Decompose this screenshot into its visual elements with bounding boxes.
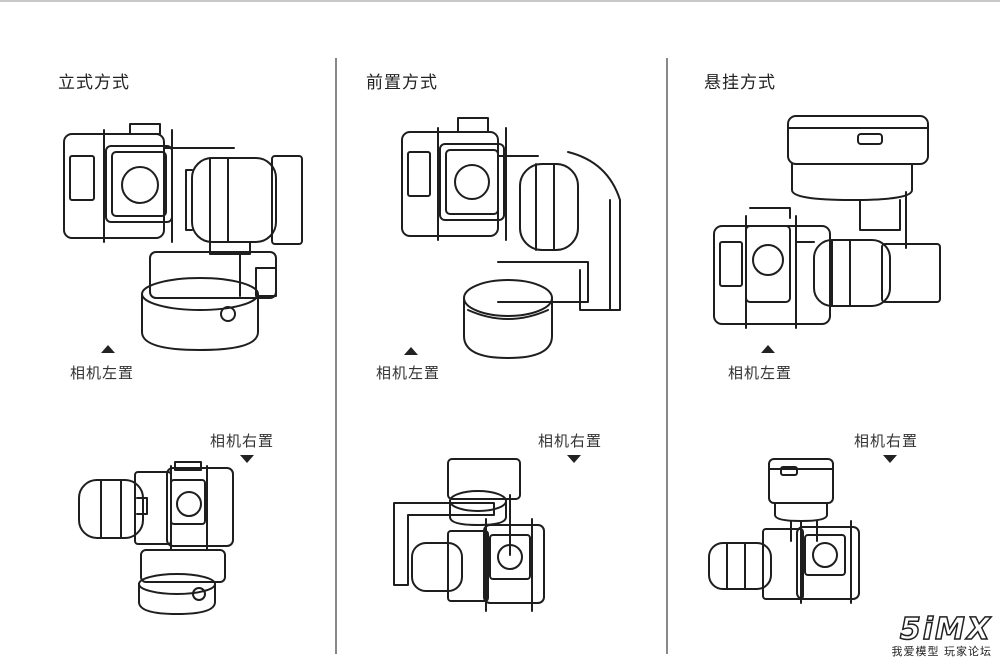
section-title-upright: 立式方式 (58, 73, 130, 93)
down-arrow-icon (883, 455, 897, 463)
section-divider-1 (335, 58, 337, 654)
top-border-line (0, 0, 1000, 2)
label-camera-left-front: 相机左置 (376, 364, 441, 382)
down-arrow-icon (567, 455, 581, 463)
up-arrow-icon (101, 345, 115, 353)
label-camera-right-hanging: 相机右置 (854, 432, 919, 450)
label-camera-left-hanging: 相机左置 (728, 364, 793, 382)
label-camera-right-upright: 相机右置 (210, 432, 275, 450)
gimbal-upright-left-illustration (63, 123, 303, 351)
section-title-hanging: 悬挂方式 (704, 73, 776, 93)
up-arrow-icon (404, 347, 418, 355)
watermark-logo: 5iMX (899, 612, 992, 647)
gimbal-hanging-right-illustration (708, 458, 860, 604)
watermark: 5iMX 我爱模型 玩家论坛 (891, 612, 993, 658)
watermark-tagline: 我爱模型 玩家论坛 (891, 645, 992, 658)
section-divider-2 (666, 58, 668, 654)
gimbal-hanging-left-illustration (713, 115, 941, 329)
section-title-front: 前置方式 (366, 73, 438, 93)
label-camera-right-front: 相机右置 (538, 432, 603, 450)
gimbal-front-right-illustration (393, 458, 545, 612)
gimbal-upright-right-illustration (78, 461, 234, 615)
up-arrow-icon (761, 345, 775, 353)
down-arrow-icon (240, 455, 254, 463)
label-camera-left-upright: 相机左置 (70, 364, 135, 382)
gimbal-front-left-illustration (401, 117, 621, 359)
